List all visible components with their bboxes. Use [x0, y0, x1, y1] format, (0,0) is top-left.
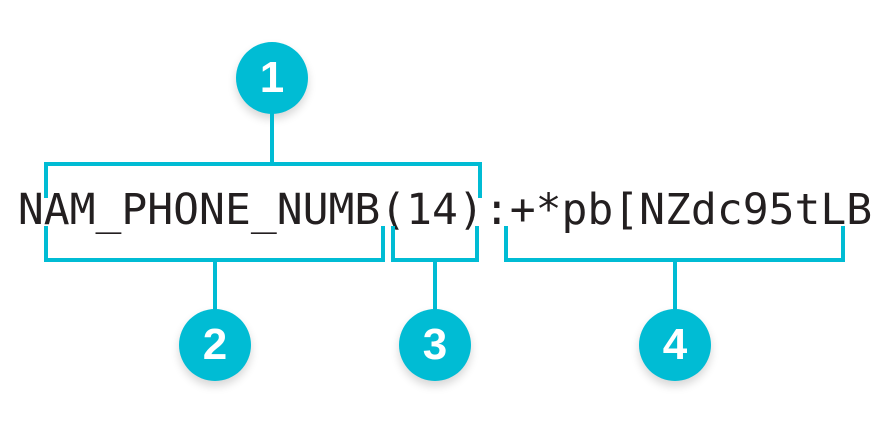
callout-badge-3[interactable]: 3 [399, 309, 471, 381]
callout-stem-3 [433, 260, 437, 312]
code-string: NAM_PHONE_NUMB(14):+*pb[NZdc95tLB [17, 185, 873, 235]
callout-stem-2 [213, 260, 217, 312]
callout-stem-4 [673, 260, 677, 312]
bracket-1-key [44, 162, 482, 198]
callout-stem-1 [270, 112, 274, 164]
callout-badge-1[interactable]: 1 [236, 42, 308, 114]
bracket-4-value [504, 226, 845, 262]
bracket-2-field-name [44, 226, 385, 262]
bracket-3-length [391, 226, 479, 262]
callout-badge-2[interactable]: 2 [179, 309, 251, 381]
callout-badge-4[interactable]: 4 [639, 309, 711, 381]
